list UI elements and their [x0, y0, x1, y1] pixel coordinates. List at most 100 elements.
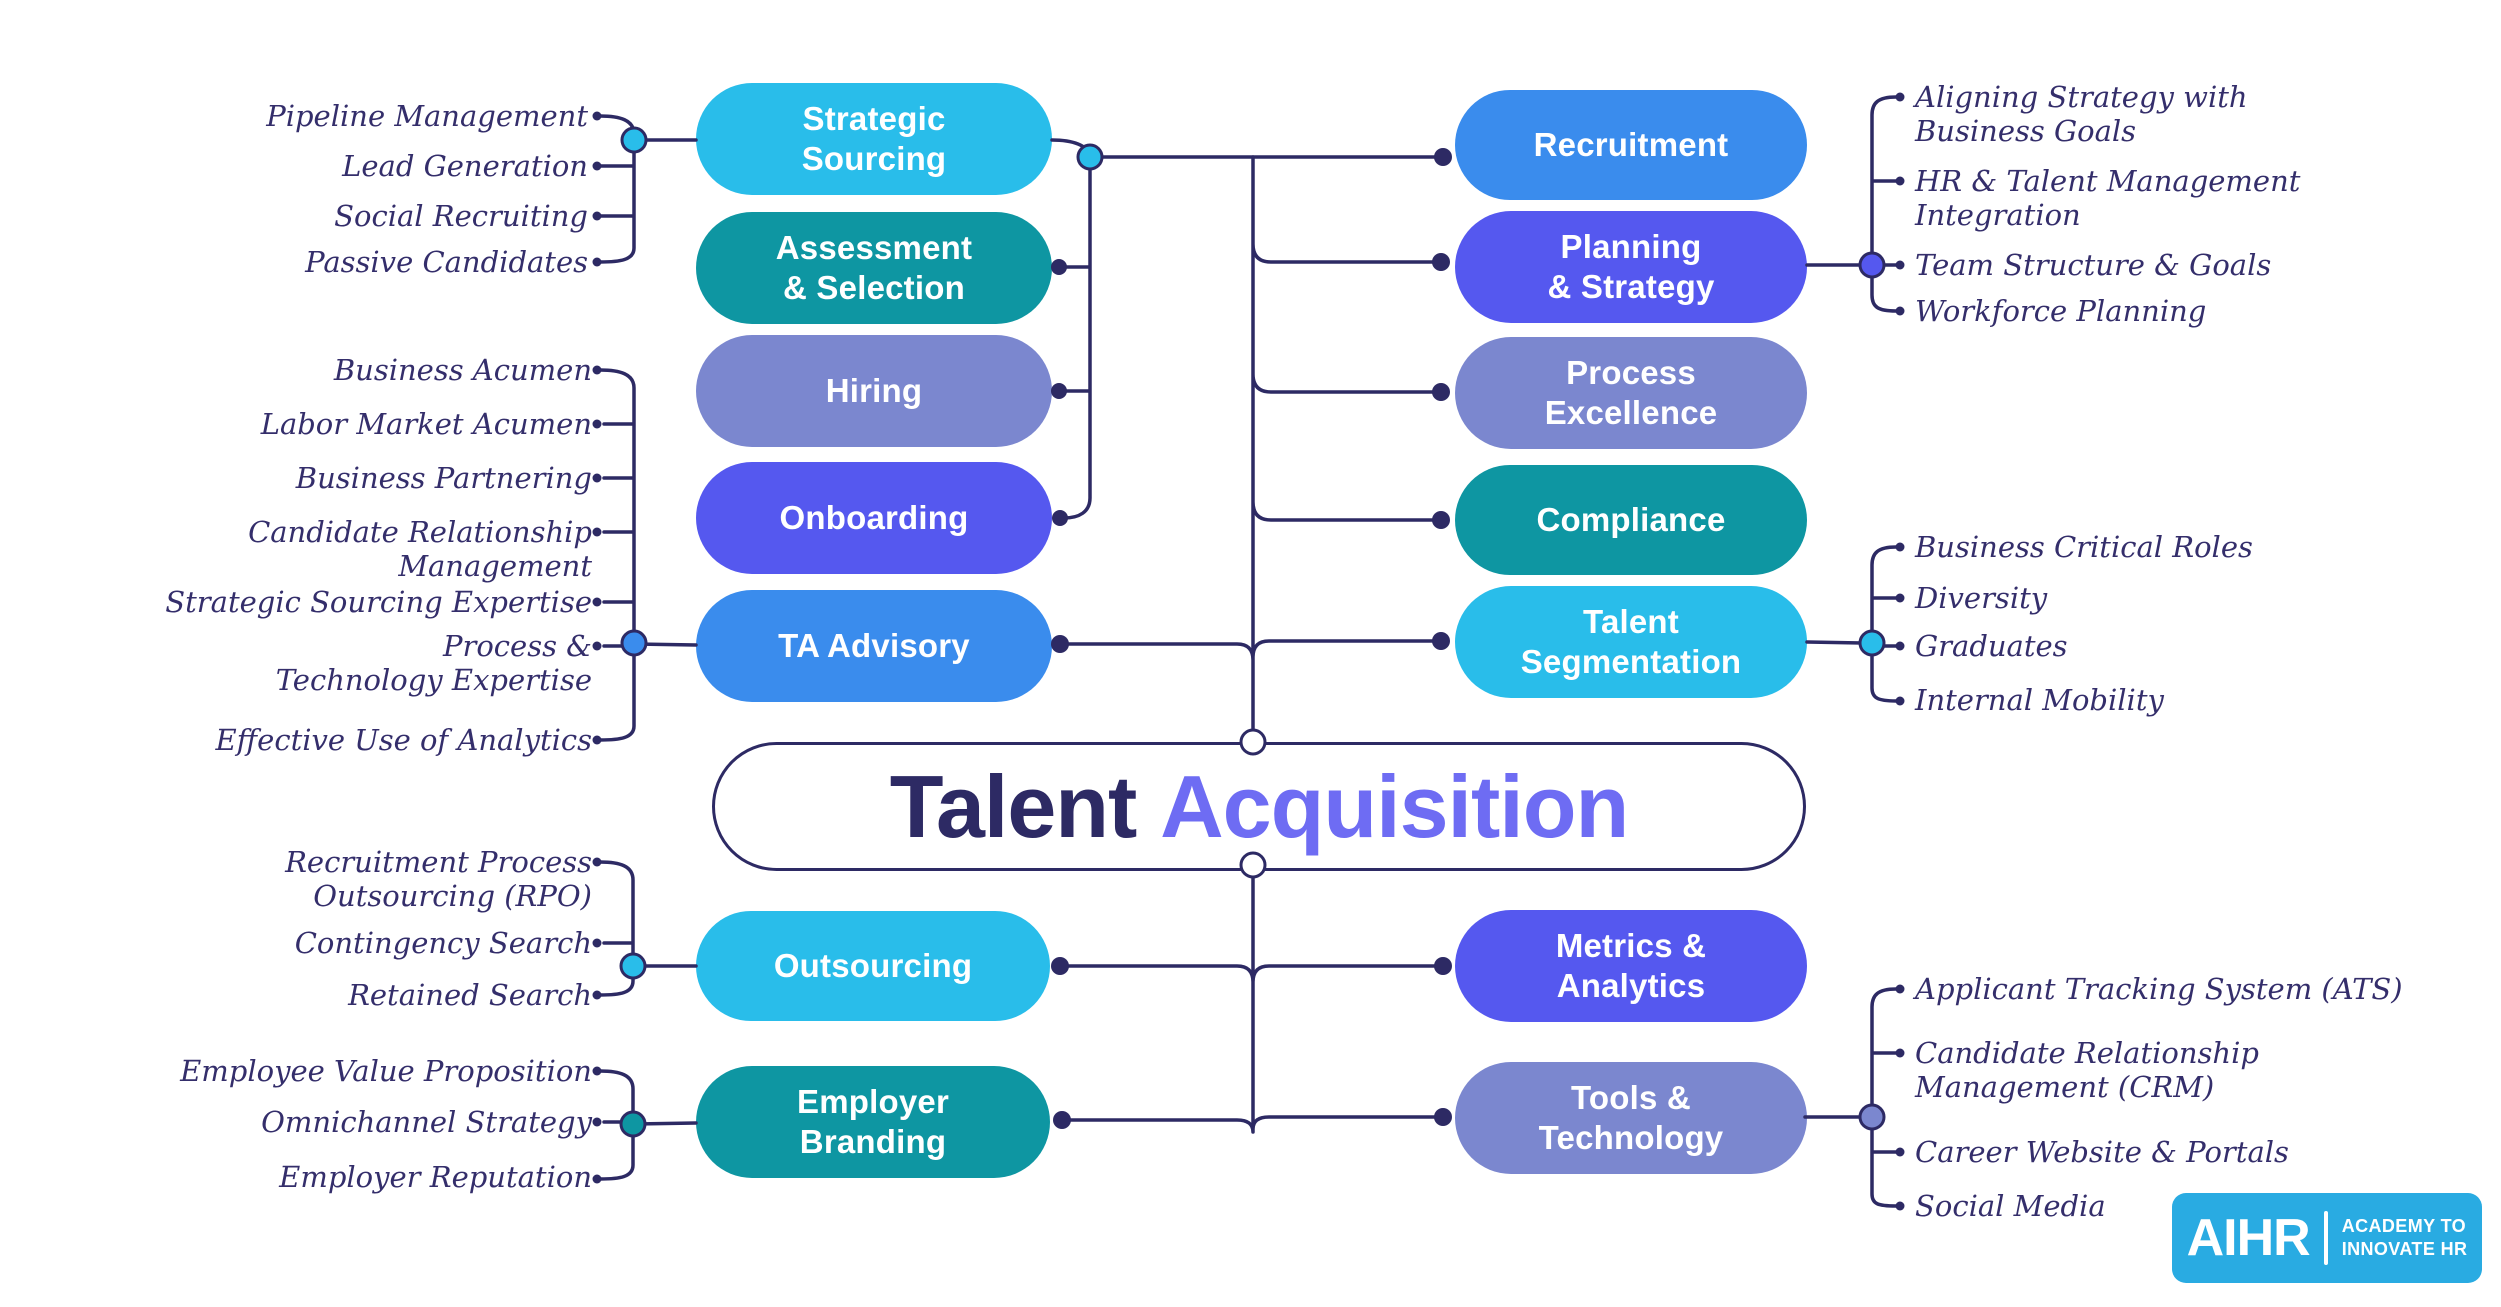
sublabel-omnichannel-strategy: Omnichannel Strategy	[261, 1105, 592, 1139]
node-label: Talent	[1583, 603, 1679, 640]
sublabel-business-critical-roles: Business Critical Roles	[1915, 530, 2253, 564]
dot-metrics-analytics	[1434, 957, 1452, 975]
node-onboarding: Onboarding	[696, 462, 1052, 574]
sublabel-social-recruiting: Social Recruiting	[334, 199, 588, 233]
node-planning-strategy: Planning & Strategy	[1455, 211, 1807, 323]
node-label: Sourcing	[801, 140, 947, 177]
sublabel-passive-candidates: Passive Candidates	[305, 245, 588, 279]
sublabel-team-structure-goals: Team Structure & Goals	[1915, 248, 2272, 282]
sublabel-line: Outsourcing (RPO)	[313, 879, 592, 913]
sublabel-employer-reputation: Employer Reputation	[279, 1160, 592, 1194]
node-label: & Selection	[783, 269, 965, 306]
node-assessment-selection: Assessment & Selection	[696, 212, 1052, 324]
sublabel-contingency-search: Contingency Search	[294, 926, 592, 960]
sublabel-line: Candidate Relationship	[248, 515, 592, 549]
sublabel-workforce-planning: Workforce Planning	[1915, 294, 2207, 328]
sublabel-candidate-relationship-management-crm: Candidate Relationship Management (CRM)	[1915, 1036, 2259, 1104]
node-compliance: Compliance	[1455, 465, 1807, 575]
node-label: Tools &	[1571, 1079, 1691, 1116]
node-tools-technology: Tools & Technology	[1455, 1062, 1807, 1174]
sublabel-diversity: Diversity	[1915, 581, 2048, 615]
node-strategic-sourcing: Strategic Sourcing	[696, 83, 1052, 195]
sublabel-pipeline-management: Pipeline Management	[266, 99, 588, 133]
node-label: TA Advisory	[778, 627, 970, 664]
sublabel-line: Integration	[1915, 198, 2081, 232]
sublabel-recruitment-process-outsourcing: Recruitment Process Outsourcing (RPO)	[285, 845, 592, 913]
dot-compliance	[1432, 511, 1450, 529]
aihr-logo-text: AIHR	[2186, 1209, 2311, 1267]
node-outsourcing: Outsourcing	[696, 911, 1050, 1021]
node-metrics-analytics: Metrics & Analytics	[1455, 910, 1807, 1022]
bracket-planning-strategy-subs	[1805, 92, 1905, 316]
dot-planning-strategy	[1432, 253, 1450, 271]
sublabel-retained-search: Retained Search	[348, 978, 592, 1012]
sublabel-applicant-tracking-system: Applicant Tracking System (ATS)	[1915, 972, 2403, 1006]
sublabel-line: Process &	[442, 629, 592, 663]
aihr-logo-tagline: ACADEMY TO INNOVATE HR	[2342, 1215, 2468, 1261]
node-label: Branding	[799, 1123, 947, 1160]
bracket-employer-branding-subs	[592, 1066, 698, 1184]
node-process-excellence: Process Excellence	[1455, 337, 1807, 449]
node-label: Metrics &	[1555, 927, 1707, 964]
trunk-bottom	[1051, 876, 1452, 1134]
junction-dot-blue	[620, 629, 648, 657]
node-label: Onboarding	[779, 499, 969, 536]
sublabel-career-website-portals: Career Website & Portals	[1915, 1135, 2289, 1169]
sublabel-line: Management	[398, 549, 592, 583]
junction-dot-cyan	[1858, 629, 1886, 657]
junction-dot-indigo	[1858, 251, 1886, 279]
logo-divider	[2323, 1211, 2328, 1265]
node-label: Analytics	[1556, 967, 1706, 1004]
dot-process-excellence	[1432, 383, 1450, 401]
tagline-line: INNOVATE HR	[2341, 1239, 2468, 1259]
node-recruitment: Recruitment	[1455, 90, 1807, 200]
sublabel-process-technology-expertise: Process & Technology Expertise	[276, 629, 592, 697]
node-label: Outsourcing	[773, 947, 973, 984]
sublabel-line: Management (CRM)	[1915, 1070, 2215, 1104]
sublabel-internal-mobility: Internal Mobility	[1915, 683, 2164, 717]
sublabel-lead-generation: Lead Generation	[342, 149, 588, 183]
sublabel-effective-use-of-analytics: Effective Use of Analytics	[215, 723, 592, 757]
sublabel-aligning-strategy-with-business-goals: Aligning Strategy with Business Goals	[1915, 80, 2248, 148]
node-label: & Strategy	[1547, 268, 1715, 305]
bracket-strategic-sourcing-subs	[592, 111, 698, 267]
node-ta-advisory: TA Advisory	[696, 590, 1052, 702]
junction-dot-periwinkle	[1858, 1103, 1886, 1131]
dot-outsourcing	[1051, 957, 1069, 975]
sublabel-line: Technology Expertise	[275, 663, 592, 697]
sublabel-line: Candidate Relationship	[1915, 1036, 2259, 1070]
node-label: Strategic	[802, 100, 946, 137]
node-label: Technology	[1538, 1119, 1724, 1156]
central-node-talent-acquisition: Talent Acquisition	[712, 742, 1806, 871]
sublabel-line: Business Goals	[1915, 114, 2137, 148]
sublabel-line: Recruitment Process	[285, 845, 592, 879]
junction-dot-cyan	[1076, 143, 1104, 171]
bracket-ta-advisory-subs	[592, 365, 698, 745]
dot-tools-technology	[1434, 1108, 1452, 1126]
node-employer-branding: Employer Branding	[696, 1066, 1050, 1178]
sublabel-business-partnering: Business Partnering	[295, 461, 592, 495]
sublabel-employee-value-proposition: Employee Value Proposition	[180, 1054, 592, 1088]
node-label: Process	[1566, 354, 1696, 391]
sublabel-hr-talent-management-integration: HR & Talent Management Integration	[1915, 164, 2300, 232]
dot-employer-branding	[1053, 1111, 1071, 1129]
dot-talent-segmentation	[1432, 632, 1450, 650]
trunk-top	[1051, 155, 1450, 732]
node-label: Planning	[1560, 228, 1702, 265]
node-talent-segmentation: Talent Segmentation	[1455, 586, 1807, 698]
sublabel-line: Aligning Strategy with	[1915, 80, 2248, 114]
title-word-acquisition: Acquisition	[1160, 756, 1629, 856]
sublabel-business-acumen: Business Acumen	[333, 353, 592, 387]
bracket-left-pills-to-trunk	[1050, 138, 1452, 526]
node-label: Assessment	[775, 229, 973, 266]
tagline-line: ACADEMY TO	[2341, 1216, 2467, 1236]
junction-dot-cyan	[620, 126, 648, 154]
bracket-talent-segmentation-subs	[1805, 542, 1905, 706]
dot-ta-advisory	[1051, 635, 1069, 653]
bracket-tools-technology-subs	[1803, 984, 1905, 1211]
dot-recruitment	[1434, 148, 1452, 166]
node-hiring: Hiring	[696, 335, 1052, 447]
junction-dot-cyan	[619, 952, 647, 980]
sublabel-strategic-sourcing-expertise: Strategic Sourcing Expertise	[165, 585, 592, 619]
